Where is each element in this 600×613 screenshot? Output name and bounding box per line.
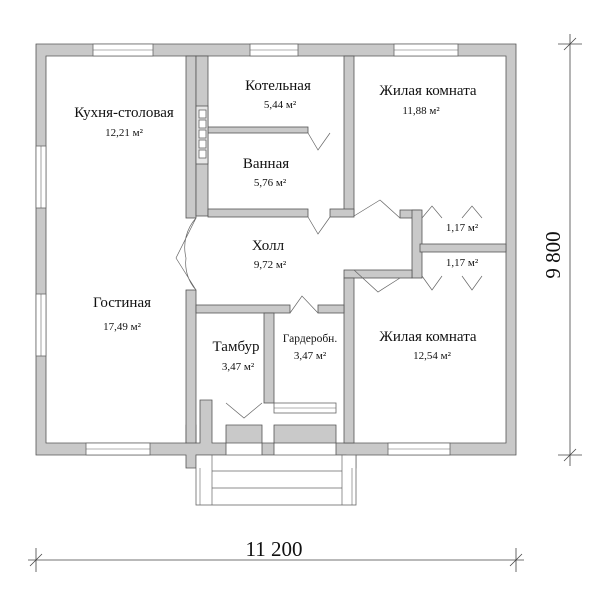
room-name-kitchen: Кухня-столовая [74,105,174,121]
wall-boiler-bath [207,126,309,134]
room-name-boiler: Котельная [245,78,311,94]
doors [175,132,483,419]
room-area-vestibule: 3,47 м² [222,361,255,373]
wall-bedroom1-left [343,55,355,217]
door-closet2b [461,275,483,291]
porch-steps [195,454,357,506]
wall-closet-divider [419,243,507,253]
wall-living-right [185,289,197,444]
windows [35,43,459,456]
room-name-bedroom1: Жилая комната [379,83,477,99]
room-name-wardrobe: Гардеробн. [283,333,338,345]
door-bath [307,216,331,235]
room-area-bath: 5,76 м² [254,177,287,189]
room-area-closet1: 1,17 м² [446,222,479,234]
room-area-hall: 9,72 м² [254,259,287,271]
room-name-bedroom2: Жилая комната [379,329,477,345]
door-boiler [307,132,331,151]
room-name-living: Гостиная [93,295,151,311]
wall-kitchen-right [185,55,197,219]
interior-walls [185,55,507,444]
door-bedroom1 [353,199,401,219]
room-area-living: 17,49 м² [103,321,141,333]
wall-hall-bedroom2 [343,269,413,279]
wall-vestibule-wardrobe [263,312,275,404]
door-hall-kitchen [175,217,197,259]
door-closet1 [421,205,443,219]
room-area-bedroom2: 12,54 м² [413,350,451,362]
vent-ducts [195,105,209,165]
door-wardrobe [289,295,319,314]
room-area-wardrobe: 3,47 м² [294,350,327,362]
door-hall-living [175,257,197,291]
room-area-closet2: 1,17 м² [446,257,479,269]
wall-hall-vestibule [195,304,291,314]
room-name-hall: Холл [252,238,285,254]
dimension-width-label: 11 200 [246,537,303,561]
dimension-width [28,548,524,572]
wall-bedroom2-left [343,277,355,444]
wall-hall-wardrobe [317,304,345,314]
door-closet1b [461,205,483,219]
room-area-kitchen: 12,21 м² [105,127,143,139]
wall-bath-hall-right [329,208,355,218]
room-area-bedroom1: 11,88 м² [402,105,440,117]
door-entrance [225,402,263,419]
door-bedroom2 [353,269,401,293]
wall-bath-hall [207,208,309,218]
door-closet2 [421,275,443,291]
room-area-boiler: 5,44 м² [264,99,297,111]
room-name-bath: Ванная [243,156,289,172]
room-name-vestibule: Тамбур [213,339,260,355]
dimension-height [558,34,582,466]
dimension-height-label: 9 800 [541,231,565,278]
